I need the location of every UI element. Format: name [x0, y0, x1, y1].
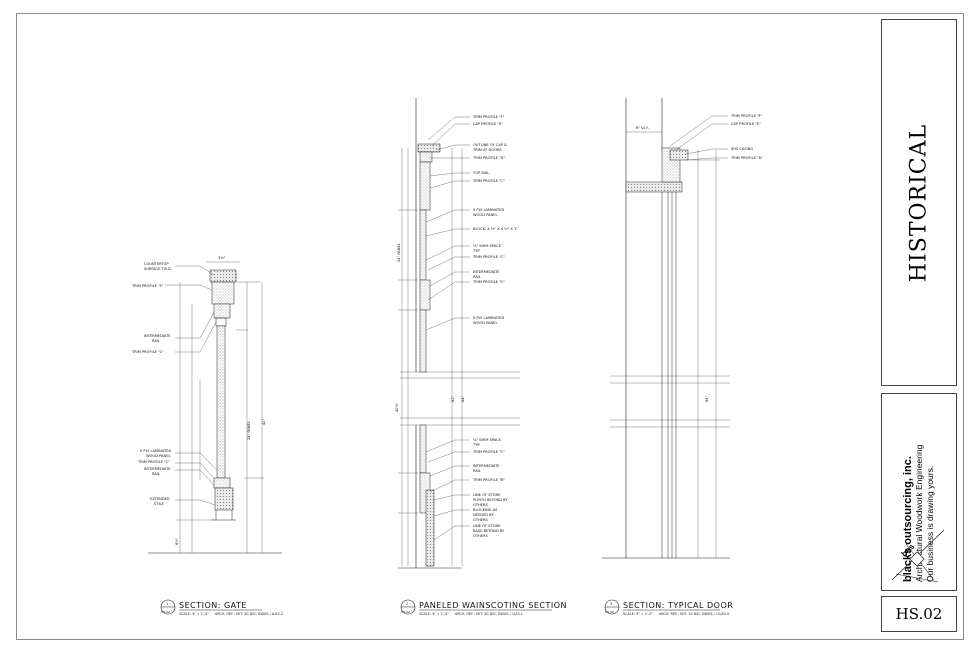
section-wainscot-labels: TRIM PROFILE "F" CAP PROFILE "E" OUTLINE…	[395, 115, 518, 538]
wainscot-dim-panel: 24" PANEL	[397, 243, 401, 262]
wainscot-label-shim-2: TYP.	[472, 249, 480, 253]
wainscot-label-base-2: BASE BEYOND BY	[473, 529, 505, 533]
gate-label-trim-f: TRIM PROFILE "F"	[131, 284, 164, 288]
wainscot-label-int-rail-b2: RAIL	[473, 469, 481, 473]
door-label-casing: SHS CASING	[731, 147, 753, 151]
wainscot-label-5ply: 5 PLY LAMINATED	[473, 208, 504, 212]
wainscot-dim-82: 82"	[451, 395, 455, 402]
gate-dim-panel: 24" PANEL	[247, 421, 251, 440]
wainscot-label-5ply-2: WOOD PANEL	[473, 213, 497, 217]
gate-label-int-rail2-b: RAIL	[152, 472, 160, 476]
sheet-border	[16, 13, 964, 640]
door-label-cap-e: CAP PROFILE "E"	[731, 122, 761, 126]
wainscot-label-outline: OUTLINE OF CAP &	[473, 143, 507, 147]
wainscot-dim-84: 84"	[461, 395, 465, 402]
section-sheet-2: HS.02	[401, 610, 410, 614]
gate-label-ext-stile: EXTENDED	[150, 497, 170, 501]
section-wainscot-drawing	[398, 98, 520, 569]
gate-label-trim-c2: TRIM PROFILE "C"	[137, 460, 170, 464]
section-title-gate: 1 HS.02 SECTION: GATE SCALE: 3" = 1'-0" …	[160, 599, 283, 616]
gate-label-int-rail: INTERMEDIATE	[144, 334, 171, 338]
section-door-labels: TRIM PROFILE "F" CAP PROFILE "E" 6" V.I.…	[636, 114, 763, 402]
section-door-drawing	[602, 98, 730, 559]
section-ref-3: ARCH. REF.: SHT. 15 DSC DWGS / 12/A3.4	[659, 612, 729, 616]
wainscot-label-shim-b2: TYP.	[472, 443, 480, 447]
wainscot-label-int-rail: INTERMEDIATE	[473, 270, 500, 274]
wainscot-label-trim-c3: TRIM PROFILE "C"	[472, 280, 505, 284]
wainscot-label-plinth-2: PLINTH BEYOND BY	[473, 498, 508, 502]
door-label-trim-f: TRIM PROFILE "F"	[730, 114, 763, 118]
gate-label-trim-c: TRIM PROFILE "C"	[131, 350, 164, 354]
gate-label-countertop-2: SURFACE T.B.D.	[144, 267, 172, 271]
section-scale-2: SCALE: 3" = 1'-0"	[419, 612, 449, 616]
wainscot-label-blocking: BLOCKING AS	[473, 508, 498, 512]
project-title: HISTORICAL	[906, 123, 932, 282]
project-title-box: HISTORICAL	[881, 19, 957, 386]
wainscot-label-shim: ⅛" SHIM SPACE	[473, 244, 502, 248]
wainscot-label-blocking-3: OTHERS	[473, 518, 488, 522]
section-gate-labels: COUNTERTOP SURFACE T.B.D. TRIM PROFILE "…	[131, 256, 266, 545]
section-ref-2: ARCH. REF.: SHT. 20 DSC DWGS / 1/A3.1	[455, 612, 523, 616]
wainscot-label-int-rail-2: RAIL	[473, 275, 481, 279]
wainscot-label-plinth: LINE OF STONE	[473, 493, 501, 497]
section-sheet-1: HS.02	[161, 610, 170, 614]
section-scale-1: SCALE: 3" = 1'-0"	[179, 612, 209, 616]
gate-dim-top: 3½"	[218, 256, 226, 260]
section-title-door: 3 HS.02 SECTION: TYPICAL DOOR SCALE: 3" …	[604, 599, 733, 616]
wainscot-label-int-rail-b: INTERMEDIATE	[473, 464, 500, 468]
wainscot-label-base: LINE OF STONE	[473, 524, 501, 528]
door-label-vif: 6" V.I.F.	[636, 126, 649, 130]
wainscot-label-5ply-b: 5 PLY LAMINATED	[473, 316, 504, 320]
section-title-3: SECTION: TYPICAL DOOR	[623, 601, 733, 610]
wainscot-label-trim-c4: TRIM PROFILE "C"	[472, 450, 505, 454]
wainscot-label-trim-c2: TRIM PROFILE "C"	[472, 255, 505, 259]
wainscot-label-trim-d: TRIM PROFILE "D"	[472, 156, 505, 160]
wainscot-label-trim-b: TRIM PROFILE "B"	[472, 478, 505, 482]
gate-label-int-rail2: INTERMEDIATE	[144, 467, 171, 471]
sheet-number-box: HS.02	[881, 596, 957, 632]
section-number-2: 2	[406, 602, 408, 606]
company-logo-box: blacks outsourcing, inc. Architectural W…	[881, 393, 957, 591]
sheet-number: HS.02	[895, 605, 943, 623]
gate-label-ext-stile-2: STILE	[154, 502, 165, 506]
section-title-wainscot: 2 HS.02 PANELED WAINSCOTING SECTION SCAL…	[400, 599, 567, 616]
section-scale-3: SCALE: 3" = 1'-0"	[623, 612, 653, 616]
wainscot-label-blocking-2: NEEDED BY	[473, 513, 494, 517]
wainscot-label-plinth-3: OTHERS	[473, 503, 488, 507]
gate-label-5ply: 5 PLY LAMINATED	[140, 449, 171, 453]
company-logo-icon: bos	[891, 529, 945, 583]
wainscot-label-block: BLOCK: 4 ½" X 4 ½" X 1"	[473, 227, 518, 231]
section-gate-drawing	[148, 261, 282, 554]
wainscot-label-trim-f: TRIM PROFILE "F"	[472, 115, 505, 119]
door-label-trim-d: TRIM PROFILE "D"	[730, 156, 763, 160]
wainscot-dim-total: 40⅛"	[395, 402, 399, 412]
section-title-2: PANELED WAINSCOTING SECTION	[419, 601, 567, 610]
gate-label-countertop: COUNTERTOP	[144, 262, 169, 266]
section-number-1: 1	[166, 602, 168, 606]
section-title-1: SECTION: GATE	[179, 601, 247, 610]
gate-dim-42: 42"	[262, 418, 266, 425]
wainscot-label-outline-2: TRIM AT DOORS	[472, 148, 502, 152]
wainscot-label-5ply-b2: WOOD PANEL	[473, 321, 497, 325]
gate-label-int-rail-2: RAIL	[152, 339, 160, 343]
wainscot-label-cap-e: CAP PROFILE "E"	[473, 122, 503, 126]
wainscot-label-shim-b: ⅛" SHIM SPACE	[473, 438, 502, 442]
gate-label-5ply-2: WOOD PANEL	[146, 454, 170, 458]
section-ref-1: ARCH. REF.: SHT. 20 DSC DWGS / A-A2.2	[215, 612, 283, 616]
section-sheet-3: HS.02	[605, 610, 614, 614]
wainscot-label-top-rail: TOP RAIL	[472, 171, 489, 175]
door-dim-84: 84"	[705, 395, 709, 402]
wainscot-label-base-3: OTHERS	[473, 534, 488, 538]
section-number-3: 3	[610, 602, 612, 606]
gate-dim-base: 6½"	[175, 537, 179, 545]
wainscot-label-trim-c: TRIM PROFILE "C"	[472, 179, 505, 183]
